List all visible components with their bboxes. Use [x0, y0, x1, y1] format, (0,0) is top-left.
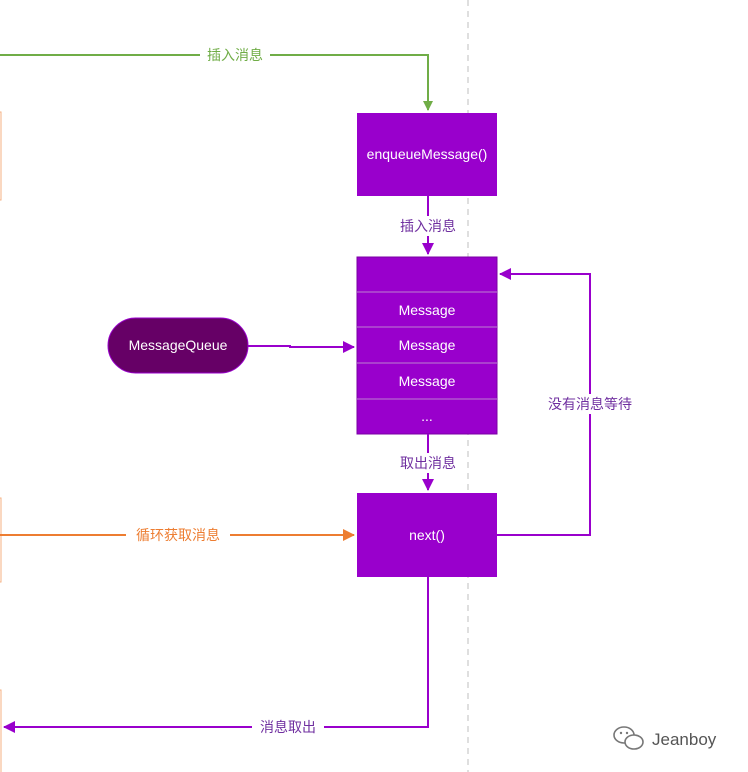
next-method-label: next() [409, 527, 445, 543]
enqueue-message-box [357, 113, 497, 196]
next-method-box [357, 493, 497, 577]
removed-label-bg [252, 717, 324, 737]
left-box-edge-top [0, 111, 2, 201]
queue-row-label: Message [399, 302, 456, 318]
wait-label-bg [538, 394, 642, 414]
insert-message-arrow [0, 54, 433, 111]
enqueue-message-label: enqueueMessage() [367, 146, 488, 162]
message-removed-label: 消息取出 [260, 719, 316, 735]
loop-fetch-label-bg [126, 525, 230, 545]
left-box-edge-mid [0, 497, 2, 583]
message-queue-to-stack-arrow [248, 341, 355, 353]
wait-no-message-label: 没有消息等待 [548, 396, 632, 412]
loop-fetch-label: 循环获取消息 [136, 527, 220, 543]
queue-row-label: Message [399, 337, 456, 353]
queue-row [356, 256, 498, 293]
queue-row-label: ... [421, 408, 433, 424]
queue-row-label: Message [399, 373, 456, 389]
message-queue-stack: Message Message Message ... [356, 256, 498, 435]
take-out-message-label: 取出消息 [400, 455, 456, 471]
left-box-edge-bottom [0, 689, 2, 772]
watermark-text: Jeanboy [652, 730, 717, 749]
queue-row [356, 291, 498, 328]
insert-label-bg [200, 45, 270, 65]
insert-message-label-top: 插入消息 [207, 47, 263, 63]
wechat-icon [613, 726, 644, 750]
insert-message-label-mid: 插入消息 [400, 218, 456, 234]
insert-mid-label-bg [392, 216, 464, 236]
message-removed-arrow [3, 577, 429, 733]
message-queue-label: MessageQueue [129, 337, 228, 353]
take-out-label-bg [392, 453, 464, 473]
